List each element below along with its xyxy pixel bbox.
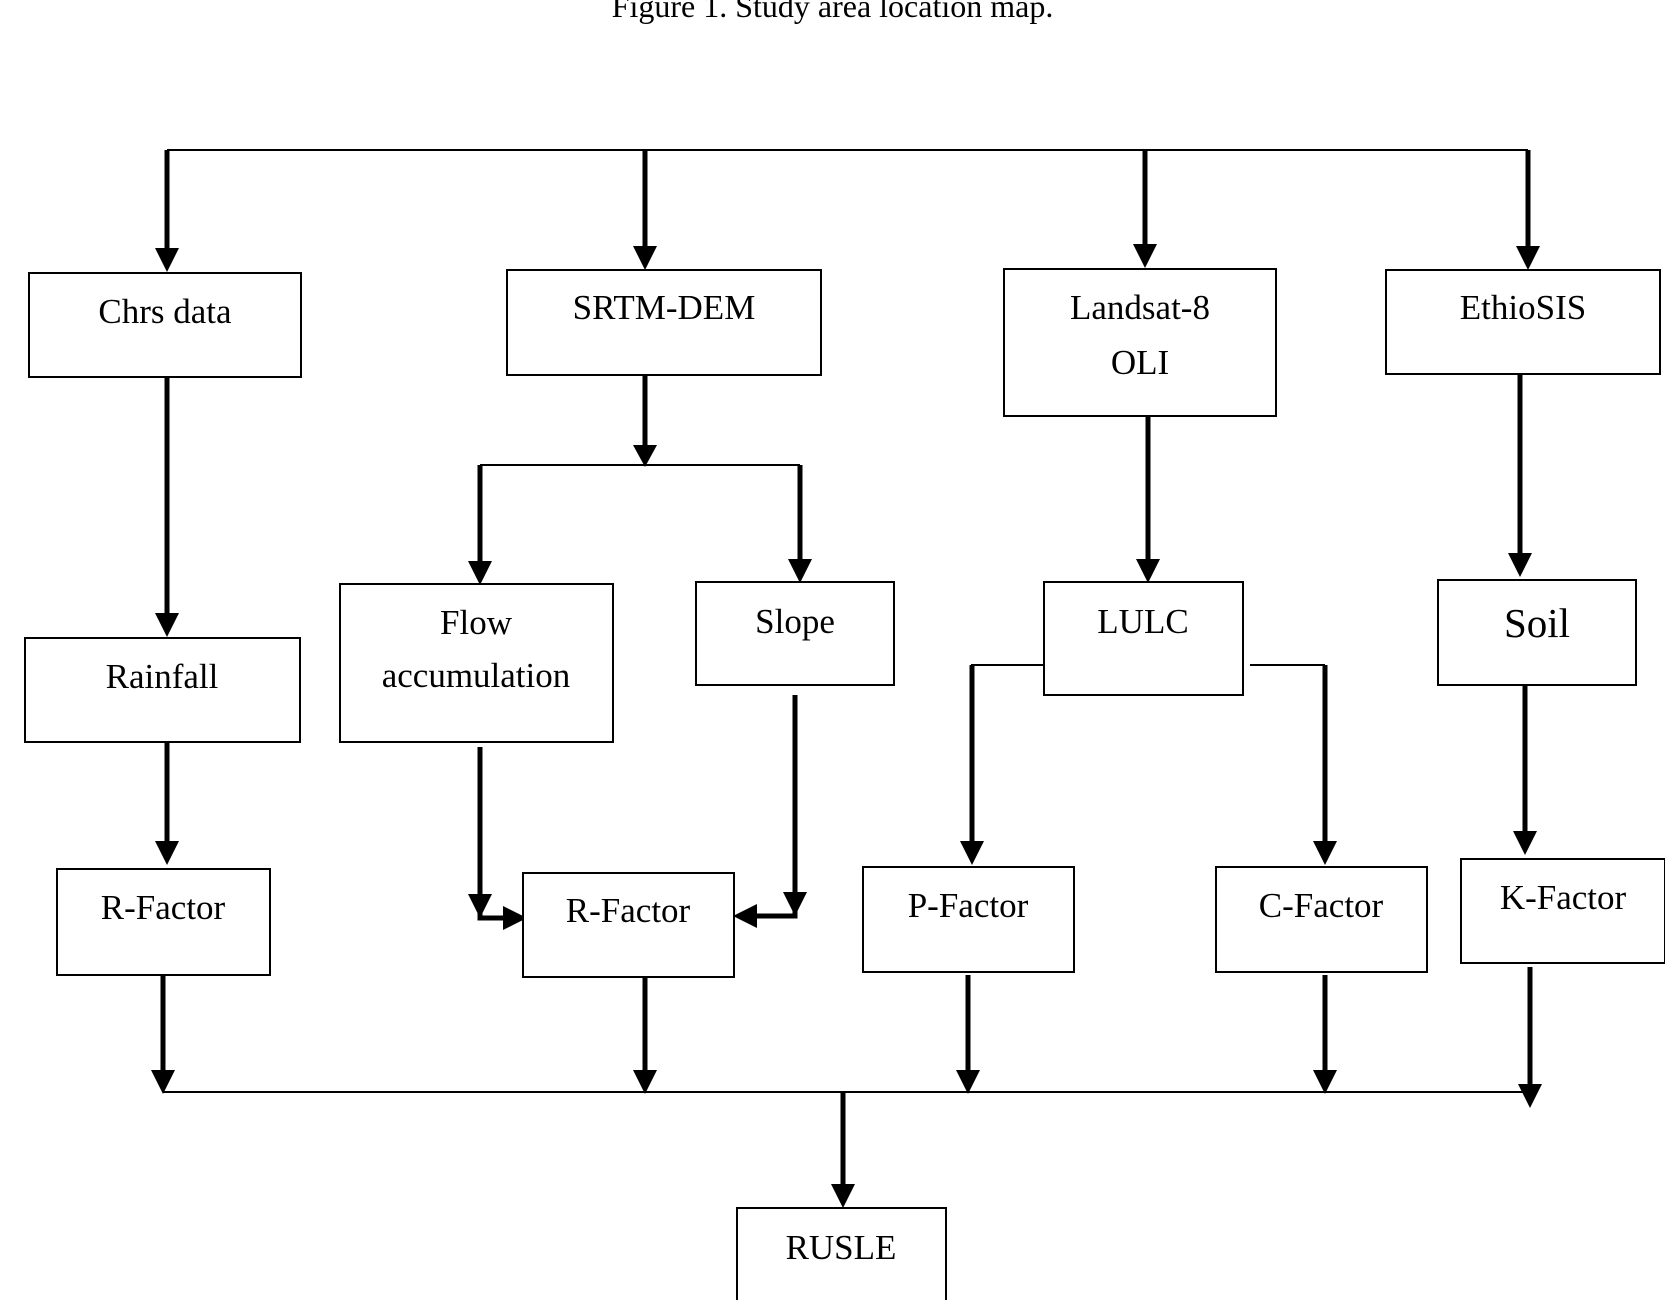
node-r-factor-terrain: R-Factor: [522, 872, 735, 978]
arrowhead: [633, 1070, 657, 1094]
arrowhead: [960, 841, 984, 865]
arrowhead: [155, 613, 179, 637]
arrowhead: [1508, 553, 1532, 577]
node-r-factor-rainfall: R-Factor: [56, 868, 271, 976]
node-label: LULC: [1097, 602, 1188, 641]
arrowhead: [831, 1184, 855, 1208]
arrowhead: [155, 248, 179, 272]
arrowhead: [468, 561, 492, 585]
node-flow-accumulation: Flow accumulation: [339, 583, 614, 743]
node-label: Rainfall: [106, 657, 219, 696]
arrowhead: [1313, 1070, 1337, 1094]
node-c-factor: C-Factor: [1215, 866, 1428, 973]
node-k-factor: K-Factor: [1460, 858, 1665, 964]
node-label: OLI: [1111, 343, 1169, 382]
node-label: P-Factor: [908, 886, 1029, 925]
node-label: Chrs data: [98, 292, 232, 331]
connector-slope-rfactor: [755, 695, 798, 919]
node-rainfall: Rainfall: [24, 637, 301, 743]
node-rusle: RUSLE: [736, 1207, 947, 1300]
connector-lulc-pfactor: [971, 664, 1050, 700]
node-label: EthioSIS: [1460, 288, 1586, 327]
arrowhead: [151, 1070, 175, 1094]
arrowhead: [155, 841, 179, 865]
node-label: SRTM-DEM: [573, 288, 756, 327]
node-p-factor: P-Factor: [862, 866, 1075, 973]
node-label: C-Factor: [1259, 886, 1384, 925]
arrowhead: [468, 894, 492, 918]
connector-flow-rfactor: [477, 747, 505, 921]
arrowhead: [1516, 246, 1540, 270]
arrowhead: [633, 445, 657, 467]
node-label: Slope: [755, 602, 835, 641]
node-label: R-Factor: [101, 888, 226, 927]
node-srtm-dem: SRTM-DEM: [506, 269, 822, 376]
node-label: Soil: [1504, 600, 1570, 646]
node-chrs-data: Chrs data: [28, 272, 302, 378]
arrowhead: [1518, 1084, 1542, 1108]
arrowhead: [1133, 244, 1157, 268]
node-label: K-Factor: [1500, 878, 1627, 917]
node-landsat-8-oli: Landsat-8 OLI: [1003, 268, 1277, 417]
arrowhead: [1513, 831, 1537, 855]
arrowhead: [733, 904, 757, 928]
node-label: accumulation: [382, 656, 571, 695]
node-lulc: LULC: [1043, 581, 1244, 696]
arrowhead: [788, 559, 812, 583]
node-label: Flow: [440, 603, 513, 642]
node-ethiosis: EthioSIS: [1385, 269, 1661, 375]
arrowhead: [1313, 841, 1337, 865]
figure-caption: Figure 1. Study area location map.: [611, 0, 1054, 24]
node-label: R-Factor: [566, 891, 691, 930]
node-slope: Slope: [695, 581, 895, 686]
arrowhead: [1136, 559, 1160, 583]
arrowhead: [783, 892, 807, 916]
node-soil: Soil: [1437, 579, 1637, 686]
arrowhead: [956, 1070, 980, 1094]
arrowhead: [633, 246, 657, 270]
arrowhead: [503, 906, 527, 930]
node-label: RUSLE: [786, 1228, 897, 1267]
node-label: Landsat-8: [1070, 288, 1210, 327]
